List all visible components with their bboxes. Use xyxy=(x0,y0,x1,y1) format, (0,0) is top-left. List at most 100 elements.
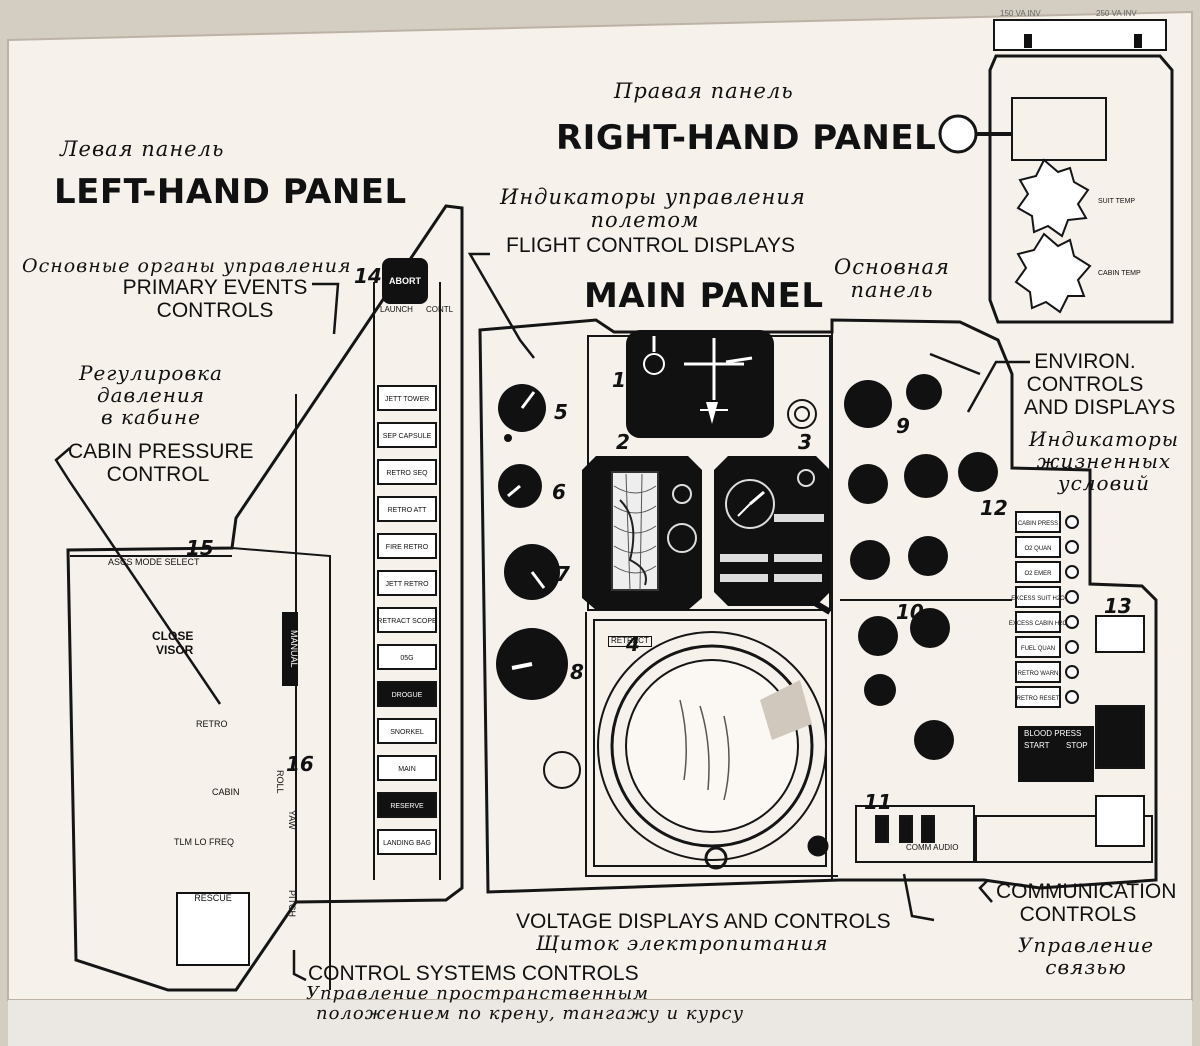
warning-light-knob[interactable] xyxy=(1065,615,1079,629)
blood-stop-label: STOP xyxy=(1066,741,1088,750)
callout-7: 7 xyxy=(556,562,570,586)
left-panel-title: LEFT-HAND PANEL xyxy=(54,172,407,212)
manual-handle[interactable]: MANUAL xyxy=(282,612,299,686)
event-button-label: SNORKEL xyxy=(390,729,424,736)
voltage-title-ru: Щиток электропитания xyxy=(536,931,829,955)
event-button[interactable] xyxy=(377,681,437,707)
abort-button[interactable]: ABORT xyxy=(382,258,428,304)
event-button-label: RETRO SEQ xyxy=(386,470,428,477)
event-button[interactable] xyxy=(377,718,437,744)
flight-control-title: FLIGHT CONTROL DISPLAYS xyxy=(506,234,796,257)
warning-light-label: RETRO WARN xyxy=(1018,671,1059,677)
left-panel-title-ru: Левая панель xyxy=(60,137,225,161)
warning-light[interactable] xyxy=(1015,561,1061,583)
main-panel xyxy=(478,318,1158,894)
left-hand-panel xyxy=(66,204,464,992)
tlm-label: TLM LO FREQ xyxy=(174,837,235,847)
retract-label[interactable]: RETRACT xyxy=(608,636,652,647)
callout-15: 15 xyxy=(186,536,214,560)
callout-8: 8 xyxy=(570,660,584,684)
warning-light[interactable] xyxy=(1015,661,1061,683)
warning-light-knob[interactable] xyxy=(1065,590,1079,604)
main-panel-title: MAIN PANEL xyxy=(584,276,824,316)
right-hand-panel xyxy=(938,19,1174,324)
event-button[interactable] xyxy=(377,496,437,522)
roll-label: ROLL xyxy=(274,770,285,794)
event-button[interactable] xyxy=(377,829,437,855)
warning-light-label: O2 QUAN xyxy=(1024,546,1051,552)
rescue-block[interactable]: RESCUE xyxy=(176,892,250,966)
warning-light-knob[interactable] xyxy=(1065,665,1079,679)
callout-14: 14 xyxy=(354,264,382,288)
warning-light[interactable] xyxy=(1015,636,1061,658)
warning-light-knob[interactable] xyxy=(1065,565,1079,579)
event-button[interactable] xyxy=(377,755,437,781)
callout-4: 4 xyxy=(626,632,640,656)
event-button[interactable] xyxy=(377,792,437,818)
event-button[interactable] xyxy=(377,385,437,411)
event-button-label: RETRO ATT xyxy=(388,507,427,514)
launch-label: LAUNCH xyxy=(380,305,413,314)
control-systems-title: CONTROL SYSTEMS CONTROLS xyxy=(308,962,639,985)
callout-9: 9 xyxy=(896,414,910,438)
right-panel-title: RIGHT-HAND PANEL xyxy=(556,118,937,158)
callout-13: 13 xyxy=(1104,594,1132,618)
contl-label: CONTL xyxy=(426,305,454,314)
warning-light[interactable] xyxy=(1015,536,1061,558)
cabin-lights-label: CABIN xyxy=(212,787,240,797)
event-button[interactable] xyxy=(377,533,437,559)
event-button-label: 05G xyxy=(400,655,413,662)
callout-12: 12 xyxy=(980,496,1008,520)
control-systems-title-ru-1: Управление пространственным xyxy=(306,983,650,1004)
event-button[interactable] xyxy=(377,422,437,448)
cabin-temp-label: CABIN TEMP xyxy=(1098,270,1141,277)
warning-light-label: O2 EMER xyxy=(1024,571,1052,577)
warning-light[interactable] xyxy=(1015,586,1061,608)
warning-light-label: EXCESS SUIT H2O xyxy=(1011,596,1065,602)
inv-250-label: 250 VA INV xyxy=(1096,9,1137,18)
suit-temp-label: SUIT TEMP xyxy=(1098,198,1136,205)
warning-light-knob[interactable] xyxy=(1065,515,1079,529)
callout-6: 6 xyxy=(552,480,566,504)
yaw-label: YAW xyxy=(286,810,297,830)
callout-10: 10 xyxy=(896,600,924,624)
blood-pressure-block xyxy=(1018,726,1094,782)
blood-start-label: START xyxy=(1024,741,1050,750)
warning-light-label: EXCESS CABIN H2O xyxy=(1009,621,1068,627)
blood-press-label: BLOOD PRESS xyxy=(1024,729,1082,738)
callout-1: 1 xyxy=(612,368,626,392)
event-button-label: DROGUE xyxy=(392,692,423,699)
event-button-label: RETRACT SCOPE xyxy=(377,618,437,625)
comm-panel xyxy=(855,805,1153,863)
warning-light[interactable] xyxy=(1015,611,1061,633)
warning-light-knob[interactable] xyxy=(1065,540,1079,554)
callout-16: 16 xyxy=(286,752,314,776)
ascs-mode-label: ASCS MODE SELECT xyxy=(108,557,200,567)
attitude-indicator xyxy=(626,330,774,438)
event-button[interactable] xyxy=(377,607,437,633)
event-button[interactable] xyxy=(377,459,437,485)
control-systems-title-ru-2: положением по крену, тангажу и курсу xyxy=(316,1003,745,1024)
event-button[interactable] xyxy=(377,570,437,596)
right-panel-title-ru: Правая панель xyxy=(614,79,794,103)
close-visor-label-2: VISOR xyxy=(156,643,194,657)
warning-light-label: FUEL QUAN xyxy=(1021,646,1055,652)
warning-light[interactable] xyxy=(1015,686,1061,708)
event-button[interactable] xyxy=(377,644,437,670)
warning-light-knob[interactable] xyxy=(1065,640,1079,654)
event-button-label: FIRE RETRO xyxy=(386,544,429,551)
event-button-label: RESERVE xyxy=(390,803,424,810)
callout-2: 2 xyxy=(616,430,630,454)
event-button-label: JETT RETRO xyxy=(385,581,429,588)
warning-light[interactable] xyxy=(1015,511,1061,533)
warning-light-knob[interactable] xyxy=(1065,690,1079,704)
